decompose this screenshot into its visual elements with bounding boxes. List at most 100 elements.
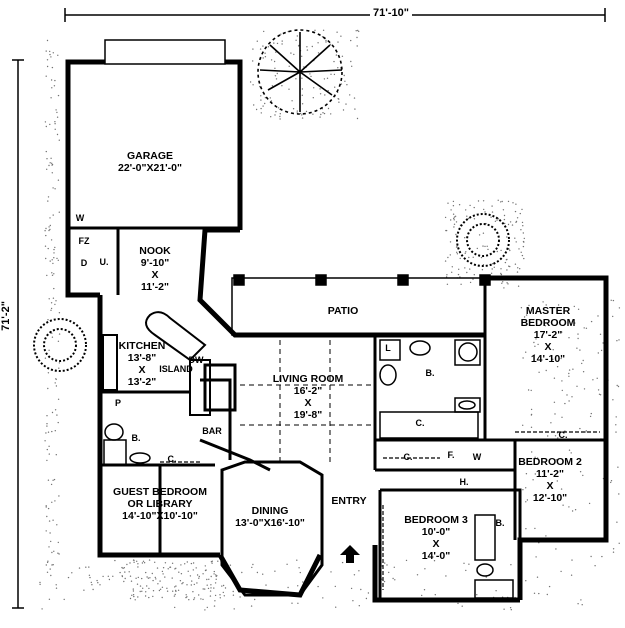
- stipple-dot: [570, 574, 573, 576]
- stipple-dot: [465, 209, 467, 211]
- stipple-dot: [161, 586, 164, 588]
- stipple-dot: [476, 594, 478, 596]
- stipple-dot: [577, 337, 579, 340]
- stipple-dot: [350, 60, 352, 63]
- stipple-dot: [618, 493, 620, 495]
- stipple-dot: [54, 303, 56, 306]
- stipple-dot: [341, 55, 344, 57]
- stipple-dot: [124, 577, 126, 580]
- dw-label: DW: [188, 355, 204, 365]
- stipple-dot: [45, 432, 47, 434]
- stipple-dot: [192, 591, 194, 593]
- stipple-dot: [51, 332, 53, 334]
- stipple-dot: [51, 501, 53, 503]
- stipple-dot: [473, 274, 475, 276]
- stipple-dot: [552, 358, 554, 360]
- stipple-dot: [449, 254, 451, 256]
- stipple-dot: [198, 575, 200, 578]
- stipple-dot: [48, 164, 50, 167]
- stipple-dot: [357, 29, 359, 32]
- stipple-dot: [47, 479, 50, 481]
- stipple-dot: [576, 347, 578, 349]
- stipple-dot: [434, 594, 436, 596]
- stipple-dot: [112, 575, 114, 577]
- stipple-dot: [39, 583, 41, 586]
- stipple-dot: [49, 50, 51, 53]
- stipple-dot: [54, 188, 56, 190]
- stipple-dot: [520, 229, 522, 231]
- stipple-dot: [159, 580, 161, 582]
- stipple-dot: [126, 563, 128, 566]
- kitchen-name: KITCHEN: [118, 340, 166, 352]
- master-label: MASTER BEDROOM 17'-2" X 14'-10": [521, 305, 576, 365]
- stipple-dot: [54, 430, 56, 432]
- stipple-dot: [520, 251, 522, 253]
- stipple-dot: [573, 305, 575, 308]
- stipple-dot: [478, 234, 481, 236]
- stipple-dot: [256, 571, 259, 574]
- stipple-dot: [39, 581, 41, 584]
- stipple-dot: [56, 133, 59, 136]
- stipple-dot: [96, 579, 98, 582]
- guest-closet-label: C.: [167, 454, 177, 464]
- stipple-dot: [493, 266, 495, 268]
- stipple-dot: [57, 541, 59, 544]
- stipple-dot: [545, 369, 547, 372]
- stipple-dot: [522, 424, 524, 426]
- stipple-dot: [301, 55, 303, 57]
- stipple-dot: [320, 113, 322, 116]
- closets: [160, 431, 600, 590]
- stipple-dot: [560, 488, 563, 490]
- master-bath-label: B.: [425, 368, 435, 378]
- stipple-dot: [465, 569, 467, 572]
- stipple-dot: [57, 398, 60, 400]
- dining-bay: [220, 460, 324, 597]
- stipple-dot: [451, 266, 453, 268]
- stipple-dot: [52, 214, 54, 216]
- stipple-dot: [279, 118, 281, 120]
- stipple-dot: [55, 109, 57, 111]
- stipple-dot: [452, 205, 455, 207]
- stipple-dot: [507, 200, 510, 203]
- stipple-dot: [612, 548, 615, 550]
- nook-width: 9'-10": [140, 257, 170, 269]
- stipple-dot: [202, 598, 204, 601]
- stipple-dot: [542, 301, 544, 303]
- stipple-dot: [455, 233, 457, 236]
- stipple-dot: [54, 79, 56, 82]
- stipple-dot: [292, 108, 295, 110]
- stipple-dot: [599, 394, 602, 396]
- stipple-dot: [148, 559, 151, 561]
- stipple-dot: [533, 354, 536, 356]
- stipple-dot: [561, 380, 563, 382]
- stipple-dot: [297, 585, 299, 587]
- stipple-dot: [161, 596, 163, 599]
- stipple-dot: [356, 45, 358, 47]
- guest-name-1: GUEST BEDROOM: [113, 486, 207, 498]
- stipple-dot: [48, 229, 50, 232]
- stipple-dot: [341, 561, 344, 564]
- stipple-dot: [252, 48, 254, 50]
- stipple-dot: [281, 43, 283, 45]
- stipple-dot: [45, 530, 47, 532]
- stipple-dot: [560, 357, 562, 360]
- stipple-dot: [598, 393, 601, 395]
- stipple-dot: [350, 39, 352, 42]
- stipple-dot: [215, 575, 217, 578]
- stipple-dot: [206, 606, 208, 609]
- stipple-dot: [51, 411, 54, 414]
- stipple-dot: [454, 215, 457, 217]
- stipple-dot: [145, 591, 147, 593]
- stipple-dot: [52, 52, 54, 54]
- stipple-dot: [56, 414, 58, 416]
- stipple-dot: [251, 566, 253, 569]
- stipple-dot: [274, 67, 276, 70]
- stipple-dot: [49, 532, 51, 534]
- stipple-dot: [121, 566, 123, 569]
- master-depth: 14'-10": [530, 353, 566, 365]
- stipple-dot: [88, 566, 90, 568]
- stipple-dot: [616, 340, 618, 342]
- stipple-dot: [193, 598, 195, 601]
- stipple-dot: [597, 352, 599, 354]
- stipple-dot: [581, 362, 583, 365]
